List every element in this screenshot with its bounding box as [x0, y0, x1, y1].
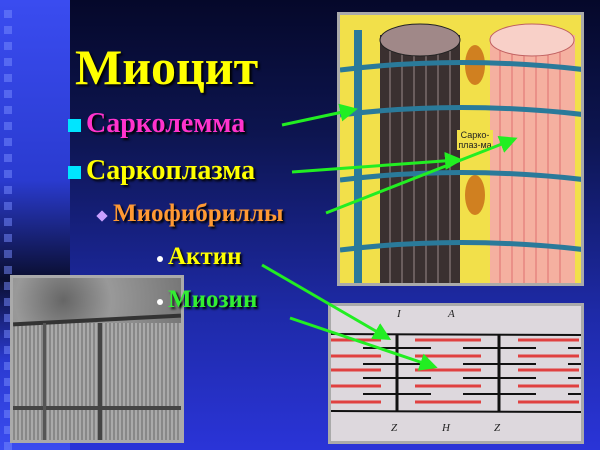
diamond-bullet-icon — [96, 210, 108, 222]
decorative-square — [4, 122, 12, 130]
muscle-fiber-illustration: Сарко-плаз-ма — [337, 12, 584, 286]
a-band-label: A — [448, 308, 455, 320]
decorative-square — [4, 74, 12, 82]
boundary-line — [331, 410, 581, 413]
h-zone-label: H — [442, 422, 450, 434]
decorative-square — [4, 218, 12, 226]
decorative-square — [4, 186, 12, 194]
decorative-square — [4, 250, 12, 258]
bullet-sarcoplasm: Саркоплазма — [86, 155, 256, 186]
micrograph-image — [10, 275, 184, 443]
decorative-square — [4, 314, 12, 322]
z-line-label: Z — [494, 422, 501, 434]
decorative-square — [4, 26, 12, 34]
decorative-square — [4, 330, 12, 338]
decorative-square — [4, 282, 12, 290]
slide-title: Миоцит — [75, 39, 259, 95]
decorative-square — [4, 202, 12, 210]
decorative-square — [4, 426, 12, 434]
z-line-label: Z — [391, 422, 398, 434]
decorative-square — [4, 154, 12, 162]
decorative-square — [4, 138, 12, 146]
bullet-myofibrils: Миофибриллы — [113, 200, 284, 227]
decorative-square — [4, 90, 12, 98]
decorative-square — [4, 106, 12, 114]
bullet-actin: Актин — [168, 243, 242, 270]
decorative-square — [4, 346, 12, 354]
square-bullet-icon — [68, 166, 81, 179]
decorative-square — [4, 442, 12, 450]
decorative-square — [4, 410, 12, 418]
dot-bullet-icon — [157, 256, 163, 262]
boundary-line — [331, 333, 581, 336]
decorative-square — [4, 58, 12, 66]
decorative-square — [4, 266, 12, 274]
decorative-square — [4, 170, 12, 178]
decorative-square — [4, 362, 12, 370]
decorative-square — [4, 298, 12, 306]
sarcomere-diagram: I A Z H Z — [328, 303, 584, 444]
dot-bullet-icon — [157, 299, 163, 305]
i-band-label: I — [397, 308, 401, 320]
decorative-square — [4, 378, 12, 386]
decorative-square — [4, 42, 12, 50]
decorative-square — [4, 234, 12, 242]
bullet-myosin: Миозин — [168, 286, 258, 313]
sarcoplasm-label: Сарко-плаз-ма — [457, 130, 493, 150]
decorative-square — [4, 394, 12, 402]
square-bullet-icon — [68, 119, 81, 132]
decorative-square — [4, 10, 12, 18]
bullet-sarcolemma: Сарколемма — [86, 108, 246, 139]
